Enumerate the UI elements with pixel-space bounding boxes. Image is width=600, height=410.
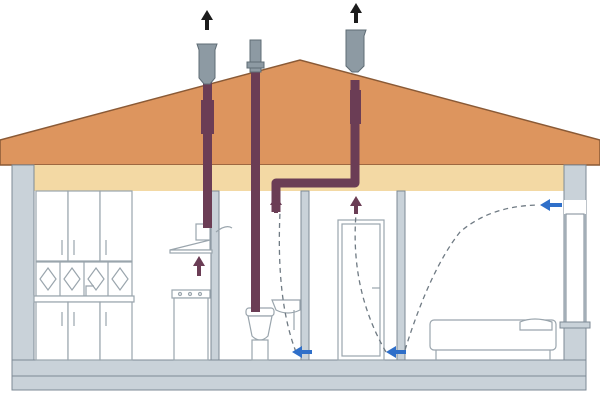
arrow-left-icon <box>540 199 562 211</box>
arrow-up-icon <box>193 256 205 276</box>
sewer-vent-cap-ring <box>246 61 265 69</box>
stove <box>171 289 211 361</box>
arrow-up-icon <box>350 3 362 23</box>
window-sill <box>559 321 591 329</box>
window-frame <box>565 213 585 325</box>
sewer-vent-riser <box>251 72 260 312</box>
wall-vent-opening <box>564 200 586 214</box>
airflow-path-bedroom <box>404 204 539 351</box>
airflow-path-hall <box>354 213 387 353</box>
kitchen-roof-vent-cap <box>196 43 218 85</box>
roof <box>0 59 600 166</box>
bathroom-sink <box>271 299 301 330</box>
bathroom-exhaust-joint <box>350 90 361 124</box>
floor-slab <box>11 359 587 377</box>
foundation <box>11 375 587 391</box>
arrow-left-icon <box>386 346 406 358</box>
arrow-up-icon <box>270 195 282 213</box>
kitchen-exhaust-joint <box>201 100 214 134</box>
partition-wall-kitchen <box>210 190 220 361</box>
arrow-left-icon <box>292 346 312 358</box>
kitchen-backsplash-tiles <box>35 261 133 297</box>
kitchen-faucet <box>85 285 94 296</box>
partition-wall-bedroom <box>396 190 406 361</box>
arrow-up-icon <box>201 10 213 30</box>
toilet <box>245 307 275 361</box>
sewer-vent-cap <box>249 39 262 73</box>
range-hood <box>169 223 233 254</box>
kitchen-exhaust-pipe <box>203 80 212 228</box>
left-outer-wall <box>11 164 35 391</box>
kitchen-upper-cabinets <box>35 190 133 262</box>
bed <box>429 318 557 360</box>
kitchen-lower-cabinets <box>33 295 135 361</box>
airflow-path-bathroom <box>278 211 297 353</box>
arrow-up-icon <box>350 196 362 214</box>
partition-wall-bath <box>300 190 310 361</box>
bathroom-roof-vent-cap <box>345 29 367 73</box>
